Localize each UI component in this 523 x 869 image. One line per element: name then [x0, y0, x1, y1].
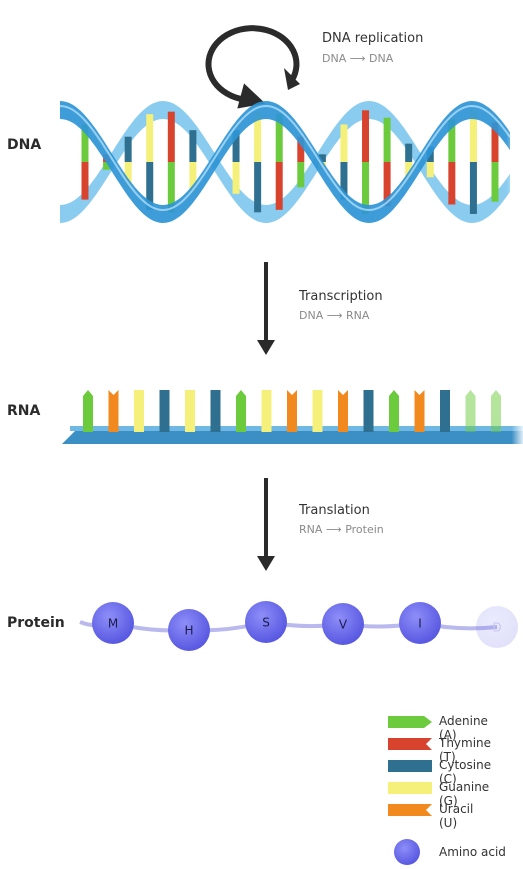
dna-base-T [297, 136, 305, 162]
dna-base-G [254, 111, 262, 162]
amino-acid-swatch-icon [394, 839, 420, 865]
thymine-swatch-icon [388, 738, 432, 750]
dna-base-A [275, 114, 283, 162]
dna-base-A [362, 162, 370, 214]
dna-base-C [124, 136, 132, 162]
rna-label: RNA [7, 403, 41, 419]
dna-base-T [275, 162, 283, 210]
legend-label: Cytosine (C) [439, 758, 492, 786]
dna-base-A [103, 162, 111, 170]
dna-base-A [383, 117, 391, 162]
rna-base-C [440, 390, 450, 432]
translation-title: Translation [299, 503, 370, 518]
dna-base-G [124, 162, 132, 188]
amino-acid-letter: V [339, 618, 348, 632]
amino-acid-letter: M [108, 617, 118, 631]
rna-base-A [389, 390, 399, 432]
legend-label: Guanine (G) [439, 780, 490, 808]
dna-base-T [362, 110, 370, 162]
amino-acid-letter: I [418, 617, 422, 631]
transcription-arrow [257, 262, 275, 355]
rna-base-G [185, 390, 195, 432]
dna-base-C [405, 143, 413, 162]
dna-base-C [232, 130, 240, 162]
rna-base-U [108, 390, 119, 432]
uracil-swatch-icon [388, 804, 432, 816]
dna-backbone-strand-back [60, 101, 510, 223]
amino-acid-H [168, 609, 210, 651]
rna-base-U [287, 390, 297, 432]
transcription-to: RNA [346, 309, 370, 322]
long-arrow-icon: ⟶ [325, 523, 342, 536]
rna-base-C [363, 390, 374, 432]
dna-base-T [81, 162, 89, 200]
dna-base-A [167, 162, 175, 213]
dna-base-T [383, 162, 391, 207]
rna-strand [62, 385, 523, 447]
replication-cycle-arrow [205, 25, 300, 109]
dna-double-helix [59, 90, 523, 240]
replication-to: DNA [369, 52, 394, 65]
transcription-subtitle: DNA ⟶ RNA [299, 309, 369, 322]
dna-base-G [405, 162, 413, 181]
translation-to: Protein [345, 523, 384, 536]
rna-base-G [261, 390, 272, 432]
rna-base-G [134, 390, 144, 432]
replication-from: DNA [322, 52, 347, 65]
amino-acid-letter: H [184, 624, 193, 638]
protein-label: Protein [7, 615, 65, 631]
dna-base-G [232, 162, 240, 194]
amino-acid-D [476, 606, 518, 648]
translation-arrow [257, 478, 275, 571]
dna-base-T [167, 111, 175, 162]
dna-base-A [297, 162, 305, 188]
rna-base-G [312, 390, 323, 432]
adenine-swatch-icon [388, 716, 432, 728]
replication-title: DNA replication [322, 31, 424, 46]
dna-base-C [189, 130, 197, 162]
amino-acid-M [92, 602, 134, 644]
amino-acid-S [245, 601, 287, 643]
dna-base-C [254, 162, 262, 213]
cytosine-swatch-icon [388, 760, 432, 772]
rna-base-A [83, 390, 93, 432]
legend-label: Thymine (T) [439, 736, 492, 764]
dna-base-A [81, 124, 89, 162]
replication-subtitle: DNA ⟶ DNA [322, 52, 393, 65]
amino-acid-letter: S [262, 616, 270, 630]
long-arrow-icon: ⟶ [349, 52, 366, 65]
rna-base-U [338, 390, 348, 432]
long-arrow-icon: ⟶ [326, 309, 343, 322]
legend-label: Adenine (A) [439, 714, 488, 742]
dna-base-G [189, 162, 197, 194]
dna-fade-overlay [430, 90, 523, 240]
legend-label: Uracil (U) [439, 802, 474, 830]
rna-fade-overlay [460, 385, 523, 447]
transcription-title: Transcription [299, 289, 383, 304]
legend-item-amino-acid: Amino acid [388, 837, 523, 869]
dna-base-G [146, 114, 154, 162]
dna-base-G [340, 124, 348, 162]
translation-subtitle: RNA ⟶ Protein [299, 523, 384, 536]
rna-base-C [210, 390, 221, 432]
dna-label: DNA [7, 137, 42, 153]
transcription-from: DNA [299, 309, 324, 322]
rna-base-U [414, 390, 425, 432]
rna-base-C [159, 390, 170, 432]
guanine-swatch-icon [388, 782, 432, 794]
amino-acid-letter: D [492, 621, 501, 635]
dna-base-C [146, 162, 154, 210]
legend-label: Amino acid [439, 845, 506, 859]
amino-acid-V [322, 603, 364, 645]
rna-base-A [236, 390, 246, 432]
translation-from: RNA [299, 523, 323, 536]
amino-acid-I [399, 602, 441, 644]
dna-base-C [318, 154, 326, 162]
dna-base-C [340, 162, 348, 200]
